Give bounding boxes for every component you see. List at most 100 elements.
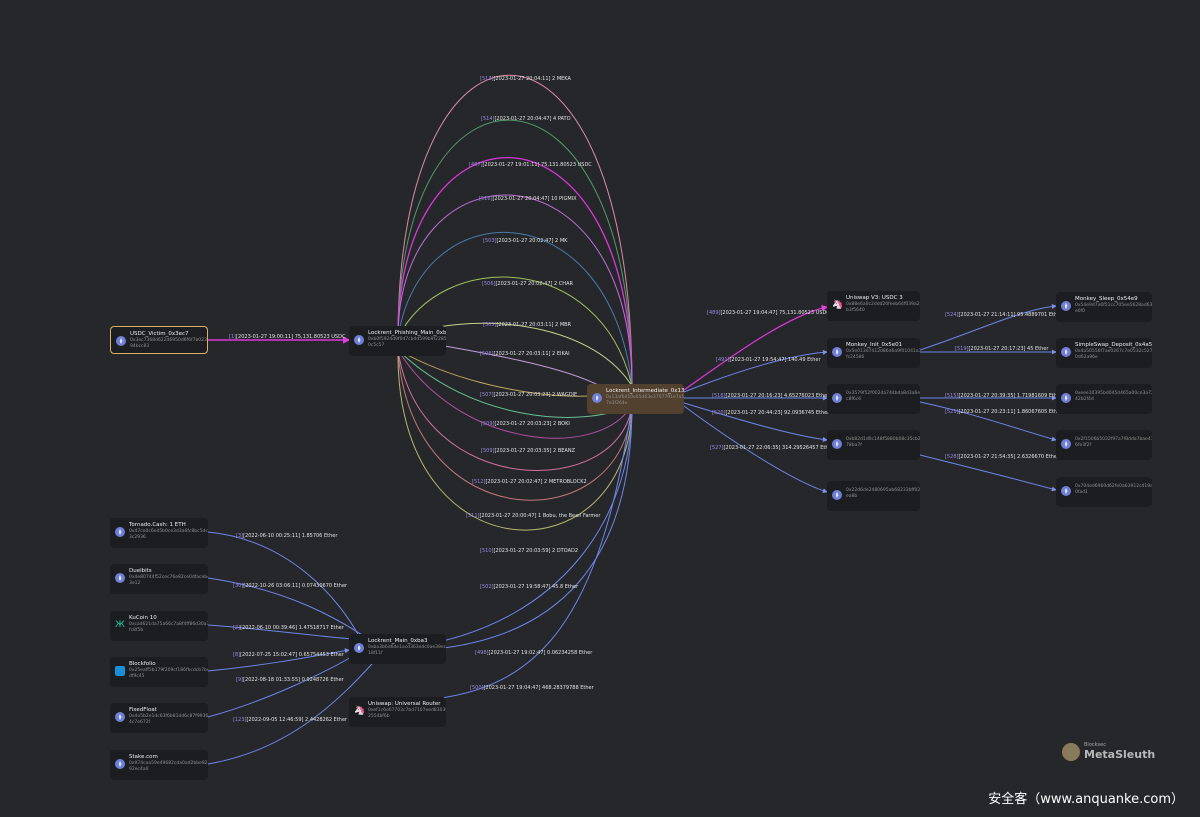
node-name: Uniswap: Universal Router (368, 701, 441, 707)
edge-label: [123][2022-09-05 12:46:59] 2.4428262 Eth… (233, 717, 348, 723)
node-address: 0x5e013d7412d86d6a9f01041a79f79c37fc2458… (846, 349, 920, 360)
node-stake-com[interactable]: Stake.com 0x974caa59e49682cda0ad2bbe8286… (110, 750, 208, 780)
node-address-0x2f[interactable]: 0x2f1506b5032f97a7f8dda7bae47bd7626fe3f2… (1056, 430, 1152, 460)
node-address-0xeee[interactable]: 0xeee10395bd045d465a00ce3a7259efcb42b2f4… (1056, 384, 1152, 414)
node-blockfolio[interactable]: Blockfolio 0x25eaff5b179f209cf186fbcdcb7… (110, 657, 208, 687)
node-name: Tornado.Cash: 1 ETH (129, 522, 186, 528)
ethereum-icon (116, 336, 126, 346)
edge-intermediate-main-498 (423, 404, 633, 653)
node-address-0xb82[interactable]: 0xb82d1d0c148f5880b08c35cb2640be2078ba7f (827, 430, 920, 460)
edge-label: [505][2023-01-27 20:03:11] 2 MBR (483, 322, 572, 328)
uniswap-icon: 🦄 (354, 706, 366, 716)
edge-label: [519][2023-01-27 20:17:23] 45 Ether (955, 346, 1049, 352)
edge-label: [489][2023-01-27 19:04:47] 75,131.80523 … (707, 310, 830, 316)
node-kucoin[interactable]: Ж KuCoin 10 0xcad621da75a66c7a8f4ff86d30… (110, 611, 208, 641)
edge-label: [507][2023-01-27 20:03:23] 2 WAGDIE (480, 392, 577, 398)
metasleuth-logo: Blocksec MetaSleuth (1062, 740, 1162, 764)
ethereum-icon (1061, 439, 1071, 449)
node-address: 0x22d6de2480695ab68233bff02348fe4f5ea8b (846, 488, 920, 499)
edge-metroblock (397, 349, 633, 471)
ethereum-icon (1061, 301, 1071, 311)
node-address: 0x25eaff5b179f209cf186fbcdcb7b4653e9df9c… (129, 668, 208, 679)
edge-mk (397, 231, 633, 387)
ethereum-icon (832, 439, 842, 449)
edge-label: [9][2022-08-18 01:33:55] 0.9248726 Ether (236, 677, 345, 683)
node-address: 0x974caa59e49682cda0ad2bbe828634b92ec4a0 (129, 761, 208, 772)
edge-pigmix (397, 194, 633, 387)
edge-intermediate-uniswap (683, 304, 829, 391)
edge-meka (397, 74, 633, 387)
node-address-0x3579[interactable]: 0x3579f52f002da744bda8d3a6e4e7e14fc8f6c6 (827, 384, 920, 414)
edge-label: [514][2023-01-27 20:04:47] 4 PATO (481, 116, 571, 122)
node-monkey-init[interactable]: Monkey_Init_0x5e01 0x5e013d7412d86d6a9f0… (827, 338, 920, 368)
owl-icon (1062, 743, 1080, 761)
edge-main-intermediate (423, 404, 635, 646)
node-tornado-cash[interactable]: Tornado.Cash: 1 ETH 0x47ce0c6ed5b0ce3d3a… (110, 518, 208, 548)
edge-dtoad (397, 349, 633, 531)
node-lockrent-phishing[interactable]: Lockrent_Phishing_Main_0xb0f5 0xb0f5924d… (349, 326, 446, 356)
edge-label: [491][2023-01-27 19:54:47] 140.49 Ether (716, 357, 821, 363)
node-name: USDC_Victim_0x3ec7 (130, 331, 189, 337)
node-monkey-sleep[interactable]: Monkey_Sleep_0x54e9 0x54e9d7a6f51cc705ee… (1056, 292, 1152, 322)
node-lockrent-main[interactable]: Lockrent_Main_0xba3 0xba3b6d6de1acd363ed… (349, 634, 446, 664)
node-address-0x22d[interactable]: 0x22d6de2480695ab68233bff02348fe4f5ea8b (827, 481, 920, 511)
edge-label: [520][2023-01-27 20:44:23] 92.0936745 Et… (712, 410, 830, 416)
ethereum-icon (1061, 393, 1071, 403)
node-usdc-victim[interactable]: USDC_Victim_0x3ec7 0x3ec7368d622d6950d6f… (110, 326, 208, 354)
edge-label: [1][2023-01-27 19:00:11] 75,131.80523 US… (229, 334, 346, 340)
node-address-0x704[interactable]: 0x704ed6960d62fe0a63912c419af5a6ac0fad1 (1056, 477, 1152, 507)
edge-intermediate-b82 (683, 402, 828, 442)
edge-label: [30][2022-10-26 03:06:11] 0.07430670 Eth… (233, 583, 348, 589)
node-lockrent-intermediate[interactable]: Lockrent_Intermediate_0x13af 0x13af6d10e… (587, 384, 684, 414)
edge-blockfolio-main (207, 648, 350, 672)
edge-stake-main (207, 654, 381, 765)
edge-bobu (397, 349, 633, 501)
ethereum-icon (354, 335, 364, 345)
ethereum-icon (592, 393, 602, 403)
ethereum-icon (832, 393, 842, 403)
edge-b82-704 (919, 454, 1057, 492)
node-name: Monkey_Init_0x5e01 (846, 342, 903, 348)
ethereum-icon (832, 490, 842, 500)
edge-intermediate-monkey (683, 349, 828, 393)
edge-label: [503][2023-01-27 20:02:47] 2 MK (483, 238, 568, 244)
node-name: Stake.com (129, 754, 158, 760)
edge-wagdie (397, 349, 601, 397)
node-address: 0xcad621da75a66c7a8f4ff86d30a3f9f8fbfc8f… (129, 622, 208, 633)
edge-label: [509][2023-01-27 20:03:23] 2 BOKI (481, 421, 570, 427)
node-address: 0xb82d1d0c148f5880b08c35cb2640be2078ba7f (846, 437, 920, 448)
edge-label: [516][2023-01-27 20:04:47] 10 PIGMIX (479, 196, 577, 202)
node-address: 0x2f1506b5032f97a7f8dda7bae47bd7626fe3f2… (1075, 437, 1152, 448)
edge-pato (397, 119, 633, 387)
logo-title: MetaSleuth (1084, 748, 1156, 761)
edge-beanz (397, 349, 633, 439)
node-fixedfloat[interactable]: FixedFloat 0x4e5b2e1dc63f6b81dd6c87f9936… (110, 703, 208, 733)
node-uniswap-v3[interactable]: 🦄 Uniswap V3: USDC 3 0x88e6a0c2ddd26feeb… (827, 291, 920, 321)
node-name: SimpleSwap_Deposit_0x4a50 (1075, 342, 1152, 348)
blockfolio-icon (115, 666, 125, 676)
node-address: 0xba3b6d6de1acd363edc0ae39ece9f1ea18f11f (368, 645, 446, 656)
edge-duelbits-main (207, 577, 371, 641)
edge-fixedfloat-main (207, 651, 361, 718)
node-name: KuCoin 10 (129, 615, 157, 621)
node-address: 0x54e9d7a6f51cc705ee5628ad638fd6d0e0f0 (1075, 303, 1152, 314)
node-simpleswap-deposit[interactable]: SimpleSwap_Deposit_0x4a50 0x4a50556f7ae0… (1056, 338, 1152, 368)
edge-char (397, 276, 633, 387)
ethereum-icon (115, 573, 125, 583)
ethereum-icon (354, 643, 364, 653)
edge-label: [521][2023-01-27 20:23:11] 1.86067605 Et… (945, 409, 1063, 415)
edge-usdc-487 (397, 157, 633, 387)
node-duelbits[interactable]: Duelbits 0x4e80744f52cec76e82ce0dfaceb4b… (110, 564, 208, 594)
node-address: 0x13af6d10e05d63e3707791e7a5ef50cf7e3f26… (606, 395, 684, 406)
edge-label: [506][2023-01-27 20:02:47] 2 CHAR (482, 281, 573, 287)
edge-label: [512][2023-01-27 20:02:47] 2 METROBLOCK2 (472, 479, 587, 485)
ethereum-icon (832, 347, 842, 357)
edge-label: [528][2023-01-27 21:54:35] 2.6326670 Eth… (945, 454, 1060, 460)
node-name: Uniswap V3: USDC 3 (846, 295, 903, 301)
edge-label: [516][2023-01-27 20:16:23] 4.65276023 Et… (712, 393, 830, 399)
node-address: 0xeee10395bd045d465a00ce3a7259efcb42b2f4… (1075, 391, 1152, 402)
node-universal-router[interactable]: 🦄 Uniswap: Universal Router 0xef1c6e6770… (349, 697, 446, 727)
node-name: FixedFloat (129, 707, 157, 713)
edge-label: [509][2023-01-27 20:03:35] 2 BEANZ (481, 448, 576, 454)
